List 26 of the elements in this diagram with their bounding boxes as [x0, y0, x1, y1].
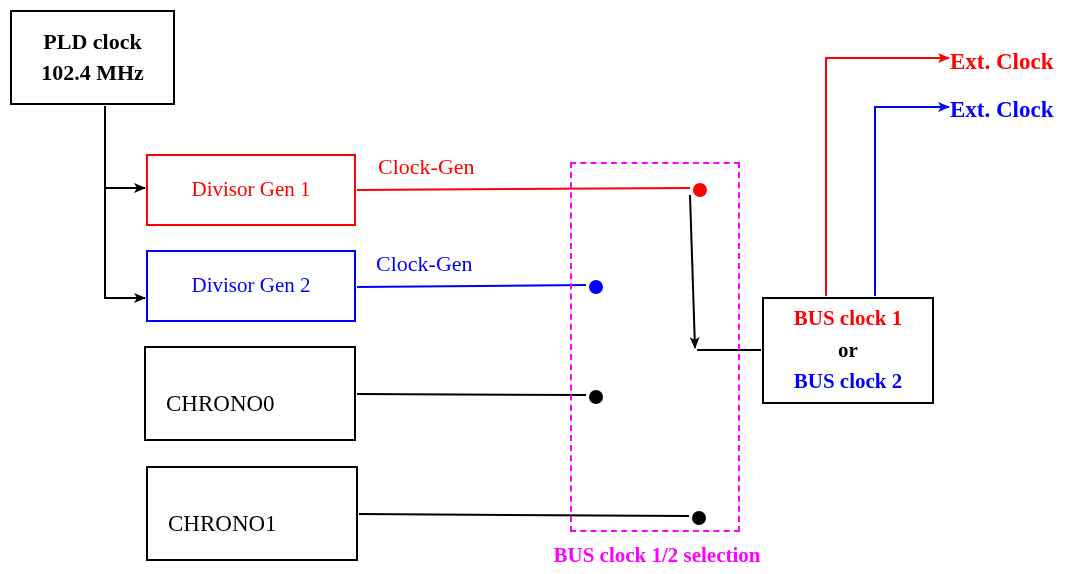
node-text: or	[838, 336, 858, 364]
node-text: CHRONO0	[166, 389, 276, 418]
process-box	[144, 346, 356, 441]
process-box	[10, 10, 175, 105]
connector	[696, 349, 762, 351]
connector	[874, 102, 950, 297]
output-box	[762, 297, 934, 404]
region-caption: BUS clock 1/2 selection	[552, 542, 762, 569]
node-text: BUS clock 2	[793, 368, 903, 396]
node-text: Divisor Gen 1	[191, 176, 311, 204]
connector	[104, 105, 146, 303]
connector	[358, 513, 690, 517]
node-text: Divisor Gen 2	[191, 272, 311, 300]
connector	[356, 187, 691, 191]
connector	[356, 284, 587, 288]
connector	[689, 194, 700, 349]
node-text: BUS clock 1	[793, 305, 903, 333]
process-box	[146, 250, 356, 322]
node-text: CHRONO1	[168, 509, 278, 538]
node-text: Ext. Clock	[950, 49, 1054, 73]
connector	[356, 393, 587, 396]
node-text: Ext. Clock	[950, 97, 1054, 121]
process-box	[146, 466, 358, 561]
node-text: PLD clock 102.4 MHz	[40, 27, 145, 87]
connector	[825, 53, 950, 297]
process-box	[146, 154, 356, 226]
